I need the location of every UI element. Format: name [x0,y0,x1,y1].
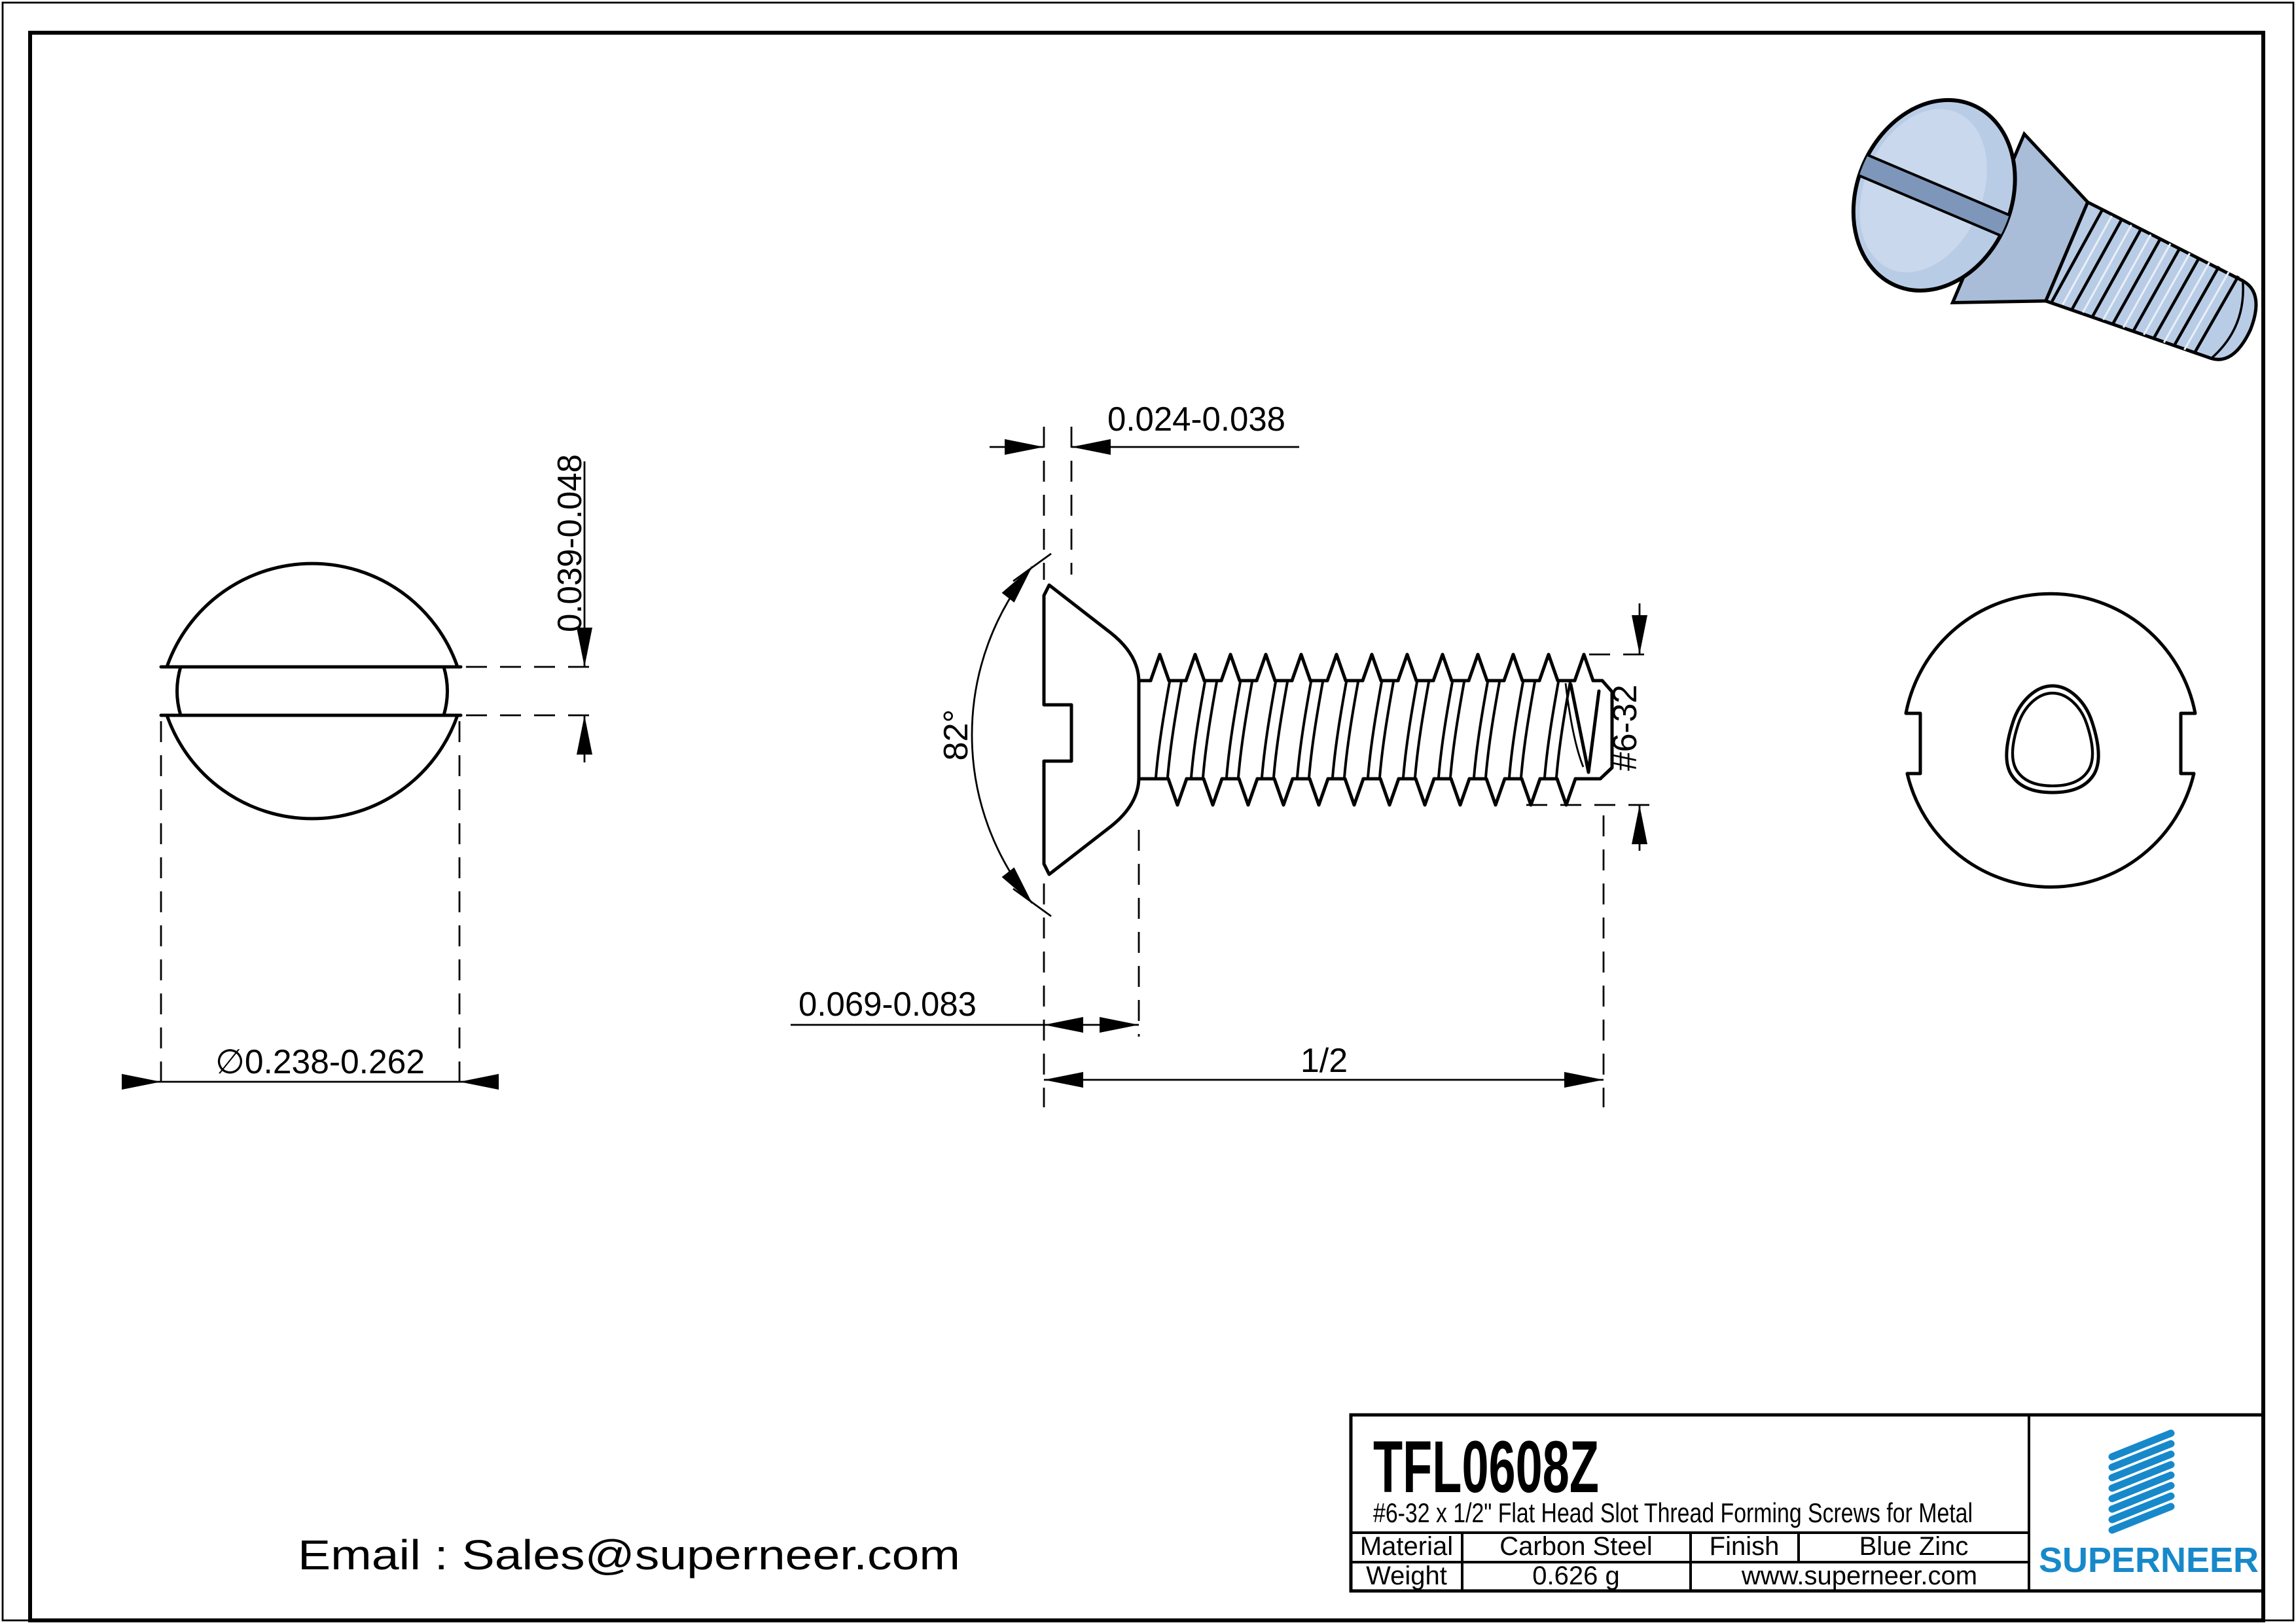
part-number: TFL0608Z [1373,1426,1599,1508]
brand-name: SUPERNEER [2039,1541,2259,1580]
material-value: Carbon Steel [1499,1532,1652,1561]
title-block-border [1349,1413,2265,1593]
dim-countersink-angle: 82° [937,552,1052,918]
thread-size-label: #6-32 [1606,685,1644,771]
screw-shank [2044,200,2258,361]
head-diameter-label: ∅0.238-0.262 [215,1043,425,1081]
back-view-head [1904,592,2197,889]
back-head-outline [1904,592,2197,889]
thread-length-label: 1/2 [1300,1042,1348,1080]
slot-width-label: 0.039-0.048 [551,454,589,632]
finish-label: Finish [1710,1532,1780,1561]
brand-logo-stripes [2108,1429,2175,1534]
thread-runout-v [1569,683,1601,774]
thread-flanks-b [1166,681,1571,779]
dim-slot-width: 0.039-0.048 [466,454,592,762]
thread-peaks-bottom [1166,777,1577,807]
dim-thread-length: 1/2 [1044,815,1605,1107]
dim-thread-size: #6-32 [1526,603,1649,851]
screw-3d-render [1846,98,2258,361]
screw-tip-line [2210,280,2244,359]
screw-thread-highlights [2062,215,2230,351]
thread-flanks-a [1155,681,1560,779]
head-right-mid-arc [442,665,449,717]
side-view-screw: 82° 0.024-0.038 0.069-0.083 1 [791,401,1649,1107]
brand-logo: SUPERNEER [2039,1429,2259,1580]
thread-runout-line [1564,683,1585,768]
dim-head-height: 0.069-0.083 [791,830,1140,1107]
front-view-head: ∅0.238-0.262 0.039-0.048 [122,454,592,1092]
website-link: www.superneer.com [1741,1561,1977,1590]
part-description: #6-32 x 1/2" Flat Head Slot Thread Formi… [1373,1497,1973,1528]
thread-end-face [1598,679,1614,781]
head-profile [1042,583,1141,876]
thread-peaks-highlight [1149,652,1595,683]
material-label: Material [1360,1532,1453,1561]
head-left-mid-arc [175,665,183,717]
head-bottom-arc [165,713,459,821]
slot-depth-label: 0.024-0.038 [1107,401,1285,438]
weight-value: 0.626 g [1532,1561,1619,1590]
trilobe-inner [2013,693,2092,786]
contact-email: Email : Sales@superneer.com [298,1531,960,1578]
finish-value: Blue Zinc [1859,1532,1969,1561]
title-block-grid [1351,1415,2030,1591]
thread-peaks-top [1184,652,1560,683]
dim-head-diameter: ∅0.238-0.262 [122,721,499,1092]
title-block: TFL0608Z #6-32 x 1/2" Flat Head Slot Thr… [1349,1413,2265,1593]
head-top-arc [165,562,459,669]
countersink-angle-label: 82° [937,709,975,761]
drawing-frame [28,31,2265,1622]
dim-slot-depth: 0.024-0.038 [990,401,1299,580]
head-height-label: 0.069-0.083 [798,986,977,1024]
weight-label: Weight [1366,1561,1447,1590]
screw-thread-ridges [2051,209,2240,355]
